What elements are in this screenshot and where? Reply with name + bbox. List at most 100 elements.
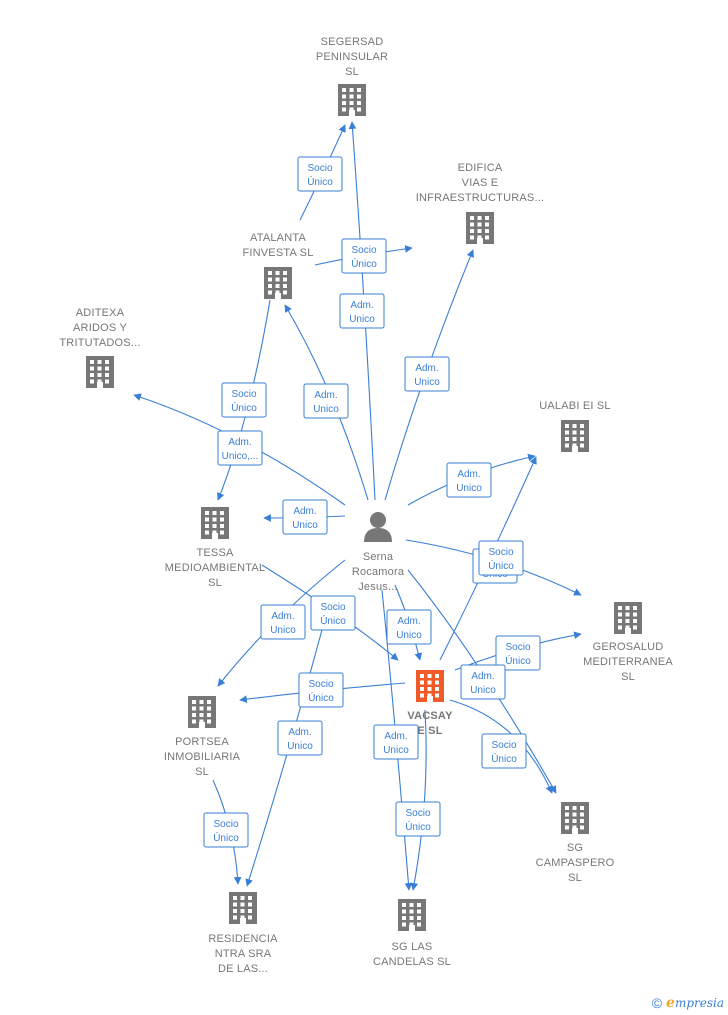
edge-label-text: Unico — [349, 314, 375, 325]
edge-label-text: Adm. — [293, 506, 316, 517]
edge-label[interactable]: Adm.Unico,... — [217, 430, 263, 466]
edge-label-text: Unico — [456, 483, 482, 494]
node-label: SG LAS — [392, 941, 433, 953]
edge-label-text: Socio — [307, 163, 332, 174]
node-label: SL — [568, 872, 582, 884]
edge-label-text: Único — [405, 820, 431, 833]
node-label: ADITEXA — [76, 307, 125, 319]
node-label: ATALANTA — [250, 232, 306, 244]
edge-label-box — [339, 293, 385, 329]
edge-label[interactable]: Adm.Unico — [386, 609, 432, 645]
edge-label-text: Socio — [308, 679, 333, 690]
node-serna[interactable]: SernaRocamoraJesus... — [352, 512, 405, 593]
node-label: SEGERSAD — [321, 36, 384, 48]
building-icon — [416, 670, 444, 702]
building-icon — [188, 696, 216, 728]
node-label: GEROSALUD — [593, 641, 664, 653]
edge-label-text: Socio — [405, 808, 430, 819]
building-icon — [264, 267, 292, 299]
edge-label-text: Unico — [270, 625, 296, 636]
edge-label-text: Adm. — [314, 390, 337, 401]
edge-label-text: Socio — [351, 245, 376, 256]
node-label: SL — [195, 766, 209, 778]
node-label: PORTSEA — [175, 736, 229, 748]
node-residencia[interactable]: RESIDENCIA NTRA SRA DE LAS... — [208, 892, 278, 975]
building-icon — [466, 212, 494, 244]
node-label: EDIFICA — [458, 162, 503, 174]
node-label: VACSAY — [407, 710, 453, 722]
edge-label-box — [481, 733, 527, 769]
edge-label[interactable]: Adm.Unico — [303, 383, 349, 419]
edge-label[interactable]: Adm. Unico — [446, 462, 492, 498]
node-label: NTRA SRA — [215, 948, 272, 960]
edge-label-text: Adm. — [350, 300, 373, 311]
edge-label-text: Adm. — [457, 469, 480, 480]
edge-label[interactable]: Adm. Unico — [260, 604, 306, 640]
edge-label-text: Adm. — [271, 611, 294, 622]
node-label: RESIDENCIA — [208, 933, 278, 945]
edge-label-text: Unico — [470, 685, 496, 696]
node-label: Jesus... — [358, 581, 398, 593]
edge-label[interactable]: Adm. Unico — [339, 293, 385, 329]
node-ualabi[interactable]: UALABI EI SL — [539, 400, 611, 452]
edge-label-text: Único — [351, 257, 377, 270]
building-icon — [398, 899, 426, 931]
person-icon — [364, 512, 392, 542]
edge-label[interactable]: Adm.Unico — [460, 664, 506, 700]
edge-label-text: Socio — [213, 819, 238, 830]
edge-label-text: Socio — [320, 602, 345, 613]
node-label: DE LAS... — [218, 963, 268, 975]
building-icon — [561, 420, 589, 452]
edge-label-text: Unico — [383, 745, 409, 756]
edge-label-text: Unico — [287, 741, 313, 752]
node-label: MEDIOAMBIENTAL — [165, 562, 265, 574]
edge-label-box — [478, 540, 524, 576]
copyright-icon: © — [651, 995, 663, 1011]
edge-label-text: Único — [488, 559, 514, 572]
edge-label-text: Socio — [488, 547, 513, 558]
node-candelas[interactable]: SG LAS CANDELAS SL — [373, 899, 451, 968]
edge-label[interactable]: Adm.Unico — [404, 356, 450, 392]
edge-label[interactable]: Adm.Unico — [373, 724, 419, 760]
node-label: SG — [567, 842, 583, 854]
node-label: TRITUTADOS... — [59, 337, 140, 349]
brand-initial: e — [666, 995, 675, 1011]
node-label: SL — [621, 671, 635, 683]
edge-label-box — [217, 430, 263, 466]
node-label: SL — [345, 66, 359, 78]
edge-label-text: Unico,... — [222, 451, 259, 462]
edge-label-text: Único — [231, 401, 257, 414]
edge-label-box — [298, 672, 344, 708]
edge-label-box — [460, 664, 506, 700]
edge-label[interactable]: Adm. Unico — [282, 499, 328, 535]
edge-line — [410, 709, 427, 891]
edge-label-text: Unico — [292, 520, 318, 531]
edge-label-text: Único — [308, 691, 334, 704]
node-label: CANDELAS SL — [373, 956, 451, 968]
edge-label-box — [221, 382, 267, 418]
node-label: VIAS E — [462, 177, 499, 189]
footer-brand: © empresia — [652, 995, 724, 1011]
edge-label-text: Adm. — [415, 363, 438, 374]
edge-label[interactable]: Adm.Unico — [277, 720, 323, 756]
